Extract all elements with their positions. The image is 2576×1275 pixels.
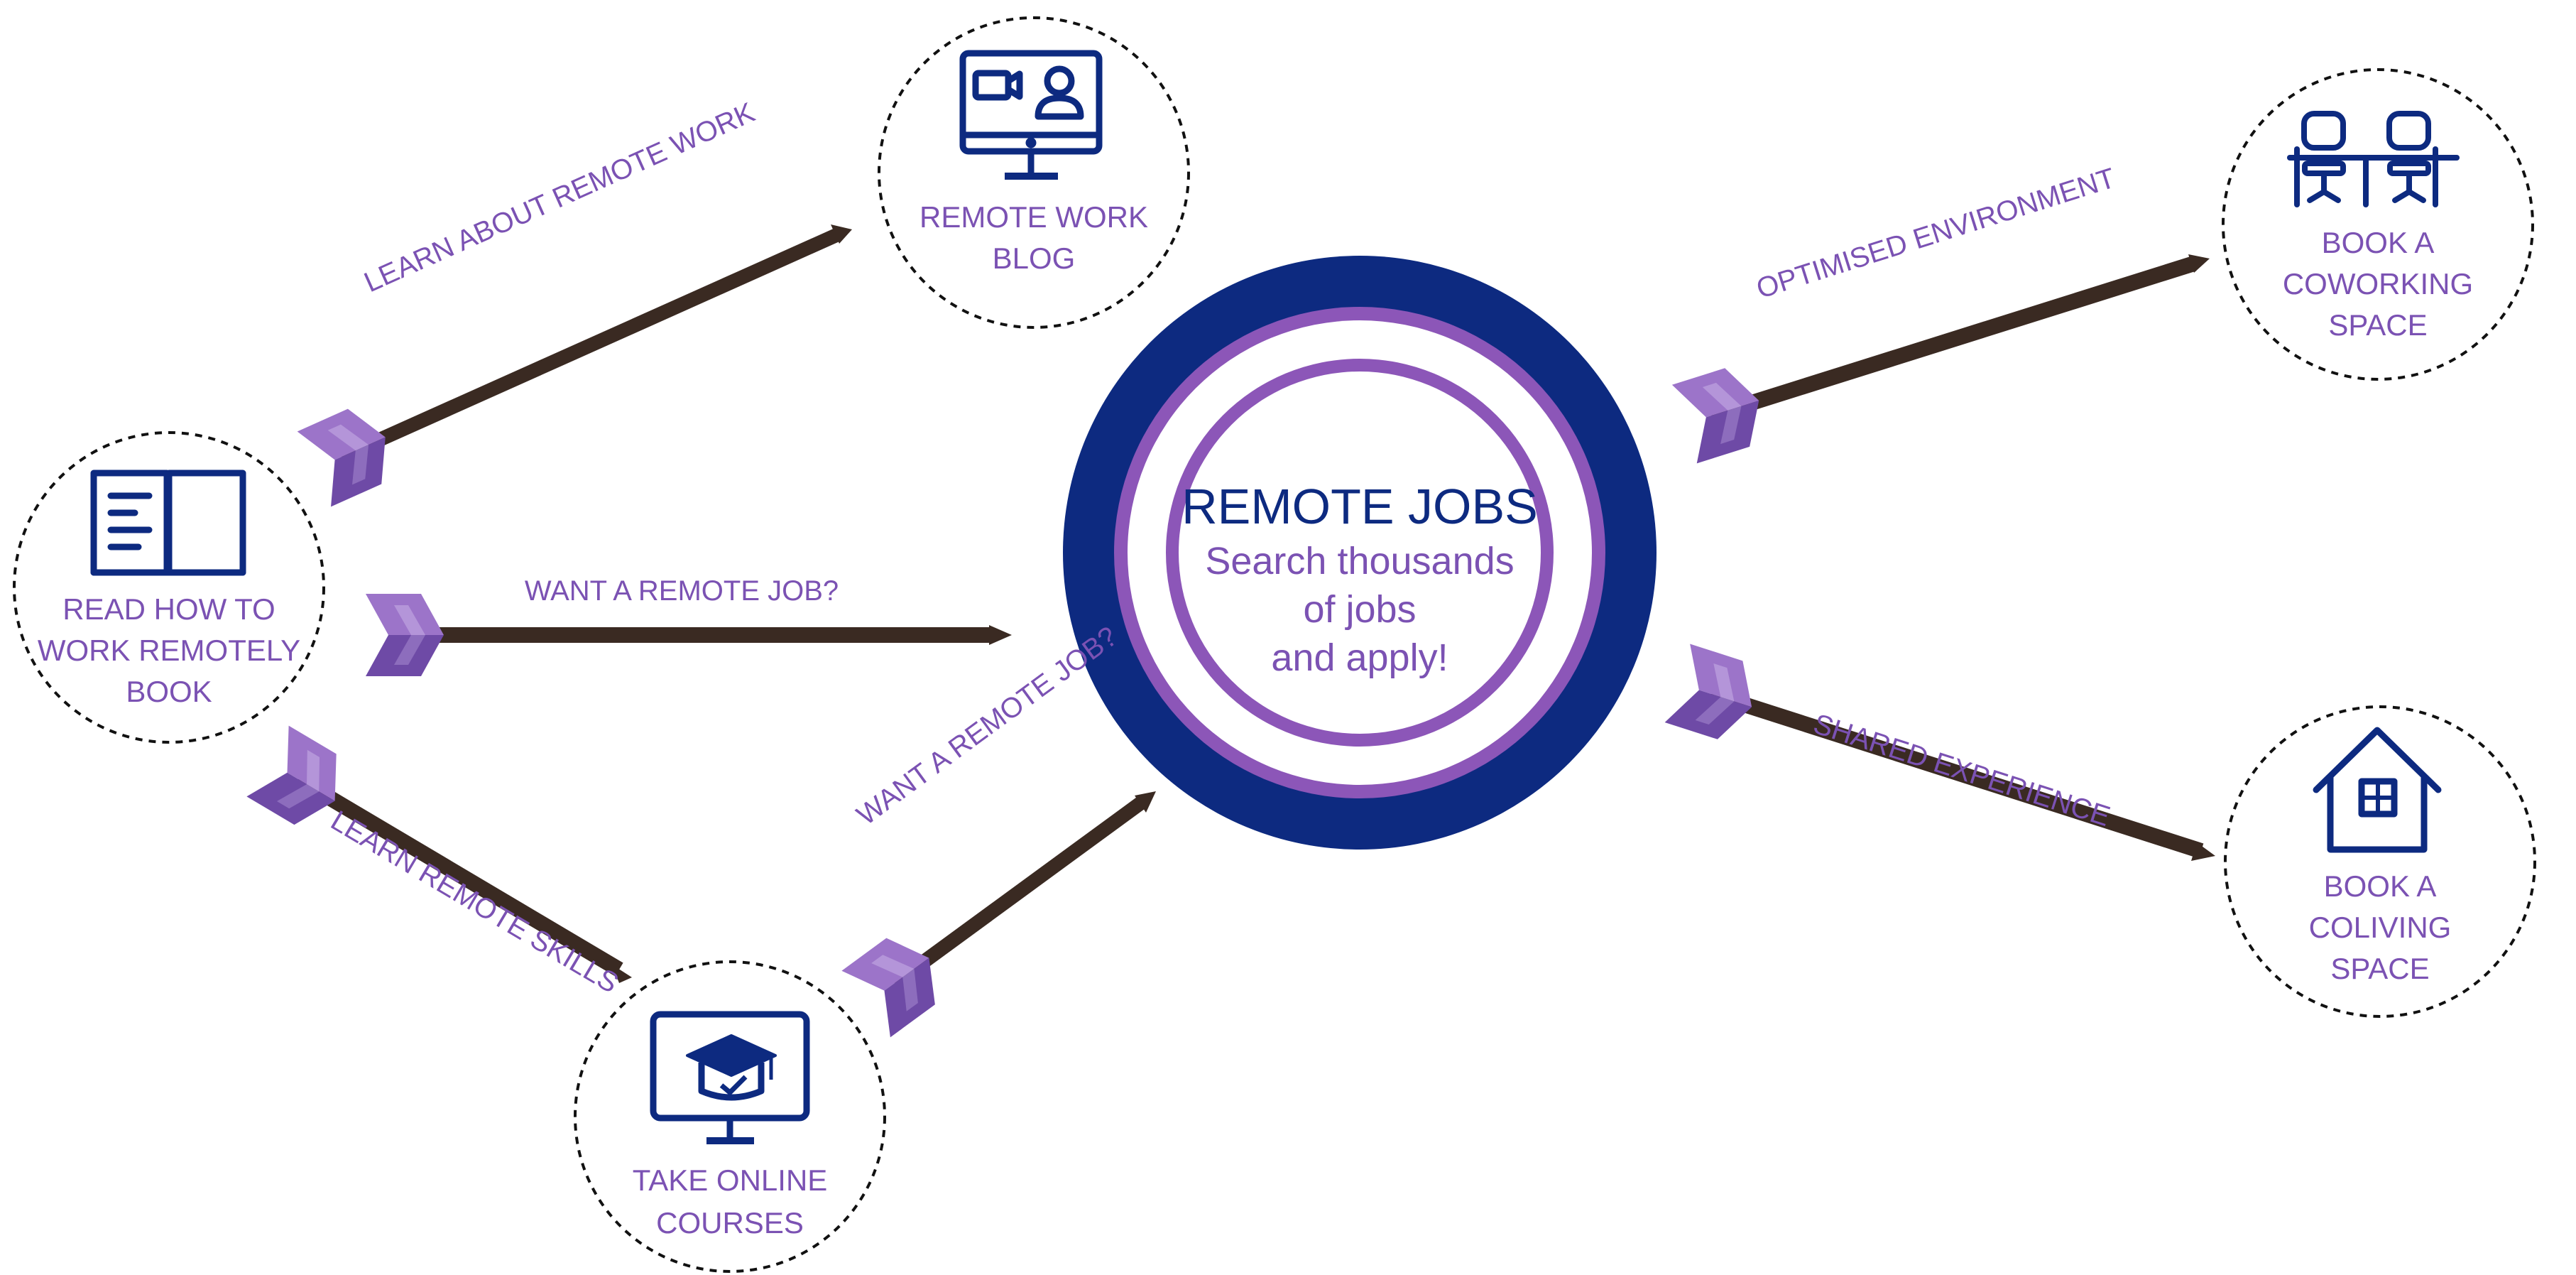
dashed-circle (878, 16, 1190, 329)
center-subtitle-line: of jobs (1303, 588, 1416, 631)
arrow-optimised-environment (1671, 254, 2210, 464)
arrow-shared-experience (1664, 644, 2215, 861)
node-label-line: SPACE (2328, 308, 2427, 342)
arrow-label-learn-about: LEARN ABOUT REMOTE WORK (359, 97, 759, 298)
node-read-book[interactable]: READ HOW TO WORK REMOTELY BOOK (13, 431, 325, 744)
arrow-label-want-job-bottom: WANT A REMOTE JOB? (851, 621, 1123, 832)
node-coliving-space[interactable]: BOOK A COLIVING SPACE (2224, 705, 2536, 1018)
center-subtitle-line: Search thousands (1205, 540, 1514, 582)
arrow-learn-about-remote-work (297, 224, 852, 507)
node-label-line: TAKE ONLINE (633, 1163, 828, 1197)
arrow-label-shared: SHARED EXPERIENCE (1810, 708, 2114, 832)
node-label-line: COLIVING (2309, 911, 2452, 944)
node-coworking-space[interactable]: BOOK A COWORKING SPACE (2222, 68, 2534, 381)
node-label-line: COURSES (656, 1206, 804, 1239)
arrow-label-want-job-top: WANT A REMOTE JOB? (525, 575, 839, 607)
arrow-label-learn-skills: LEARN REMOTE SKILLS (325, 805, 623, 999)
node-label-line: BLOG (993, 242, 1076, 275)
node-label-line: WORK REMOTELY (38, 634, 300, 667)
open-book-icon (90, 470, 246, 576)
dashed-circle (13, 431, 325, 744)
node-label-line: BOOK A (2324, 869, 2437, 903)
house-icon (2313, 727, 2442, 853)
node-label-line: BOOK (126, 675, 212, 708)
center-disc (1179, 371, 1541, 734)
dashed-circle (2224, 705, 2536, 1018)
node-label-line: BOOK A (2322, 226, 2435, 259)
dashed-circle (2222, 68, 2534, 381)
node-label-line: COWORKING (2283, 267, 2473, 300)
video-call-monitor-icon (959, 50, 1103, 180)
coworking-desks-icon (2287, 111, 2460, 207)
center-title: REMOTE JOBS (1181, 479, 1538, 534)
arrow-learn-remote-skills (246, 725, 632, 983)
node-remote-work-blog[interactable]: REMOTE WORK BLOG (878, 16, 1190, 329)
arrow-want-remote-job-bottom (841, 791, 1156, 1038)
node-online-courses[interactable]: TAKE ONLINE COURSES (574, 960, 886, 1273)
node-label-line: REMOTE WORK (919, 200, 1148, 234)
dashed-circle (574, 960, 886, 1273)
center-subtitle-line: and apply! (1271, 636, 1448, 679)
arrow-want-remote-job-top (366, 594, 1012, 676)
node-label-line: SPACE (2330, 952, 2429, 985)
node-label-line: READ HOW TO (62, 592, 275, 626)
graduation-monitor-icon (650, 1011, 810, 1144)
center-target[interactable]: REMOTE JOBS Search thousands of jobs and… (1063, 256, 1657, 850)
arrow-label-optimised: OPTIMISED ENVIRONMENT (1753, 163, 2119, 305)
